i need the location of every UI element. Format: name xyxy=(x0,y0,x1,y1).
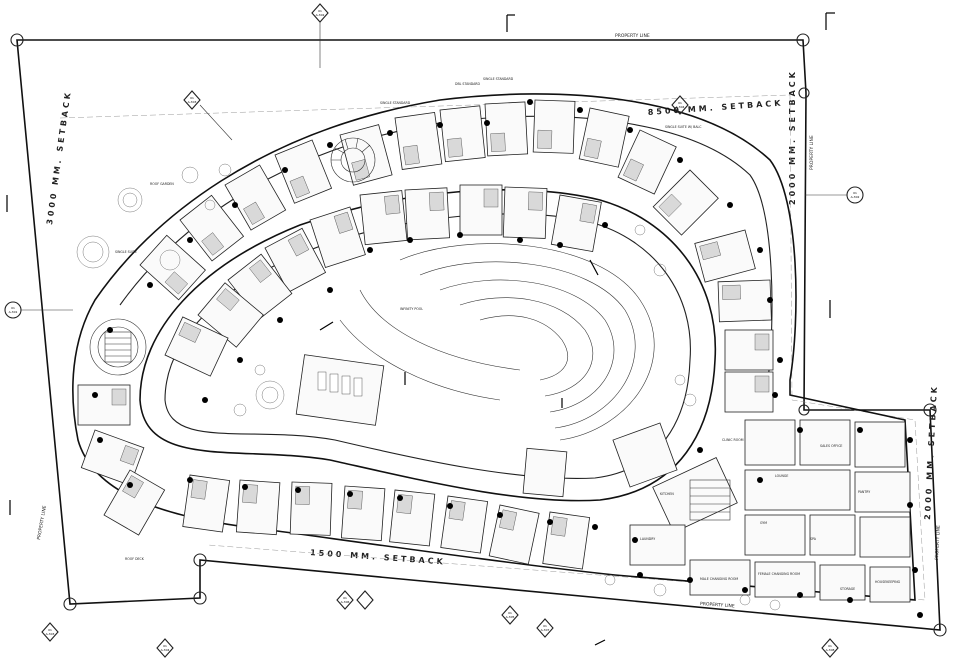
stair-north xyxy=(330,137,376,183)
svg-text:LOUNGE: LOUNGE xyxy=(775,474,788,478)
svg-text:01: 01 xyxy=(11,306,15,310)
pool-deck xyxy=(295,354,385,426)
svg-text:01: 01 xyxy=(190,96,194,100)
svg-text:01: 01 xyxy=(318,9,322,13)
svg-text:FEMALE CHANGING ROOM: FEMALE CHANGING ROOM xyxy=(758,572,800,576)
section-marker-labels: 01A-302 01A-301 01A-302 01A-303 01A-304 … xyxy=(9,9,860,652)
pool-label: INFINITY POOL xyxy=(400,307,423,311)
cabana-2 xyxy=(612,422,678,488)
svg-text:CLINIC ROOM: CLINIC ROOM xyxy=(722,438,744,442)
svg-text:ROOF GARDEN: ROOF GARDEN xyxy=(150,182,174,186)
svg-text:DBL STANDARD: DBL STANDARD xyxy=(455,82,481,86)
svg-text:ROOF DECK: ROOF DECK xyxy=(125,557,145,561)
property-line-label-right: PROPERTY LINE xyxy=(809,135,815,170)
room-labels: ROOF GARDEN ROOF DECK SINGLE SUITE SINGL… xyxy=(115,77,901,591)
setback-right-top-label: 2000 MM. SETBACK xyxy=(788,69,797,205)
structural-columns xyxy=(92,99,923,618)
svg-text:01: 01 xyxy=(508,611,512,615)
section-marker xyxy=(4,3,864,658)
svg-text:A-301: A-301 xyxy=(9,310,18,314)
svg-text:A-306: A-306 xyxy=(341,600,350,604)
property-corners xyxy=(10,33,947,637)
svg-text:PANTRY: PANTRY xyxy=(858,490,870,494)
svg-text:01: 01 xyxy=(543,624,547,628)
infinity-pool xyxy=(339,243,655,441)
svg-text:01: 01 xyxy=(48,628,52,632)
property-line xyxy=(16,39,941,631)
building-outer-wall xyxy=(72,93,916,601)
property-line-label-se: PROPERTY LINE xyxy=(934,525,942,560)
property-line-label-top: PROPERTY LINE xyxy=(615,33,650,39)
cabana-1 xyxy=(522,447,568,498)
svg-text:01: 01 xyxy=(853,191,857,195)
svg-text:SINGLE SUITE W/ BALC: SINGLE SUITE W/ BALC xyxy=(665,125,702,129)
property-line-label-left: PROPERTY LINE xyxy=(36,505,48,540)
svg-text:A-307: A-307 xyxy=(541,628,550,632)
outer-ring-rooms xyxy=(77,99,774,570)
svg-text:A-303: A-303 xyxy=(188,100,197,104)
svg-text:01: 01 xyxy=(163,644,167,648)
stair-east xyxy=(689,479,731,521)
landscape-trees xyxy=(76,163,781,611)
svg-text:01: 01 xyxy=(828,644,832,648)
stair-west xyxy=(89,318,147,376)
setback-top-label: 8500 MM. SETBACK xyxy=(648,99,784,117)
svg-text:LAUNDRY: LAUNDRY xyxy=(640,537,655,541)
svg-text:01: 01 xyxy=(678,101,682,105)
svg-text:SINGLE STANDARD: SINGLE STANDARD xyxy=(380,101,411,105)
svg-text:A-305: A-305 xyxy=(506,615,515,619)
svg-text:A-304: A-304 xyxy=(676,105,685,109)
grid-ticks xyxy=(6,12,835,646)
svg-text:01: 01 xyxy=(343,596,347,600)
svg-text:A-303: A-303 xyxy=(46,632,55,636)
property-line-label-bottom: PROPERTY LINE xyxy=(700,601,735,609)
inner-ring-rooms xyxy=(164,184,602,377)
east-wing xyxy=(629,419,911,603)
svg-text:A-302: A-302 xyxy=(316,13,325,17)
courtyard-edge xyxy=(139,189,717,502)
lounge-chairs xyxy=(317,371,363,397)
svg-text:SALES OFFICE: SALES OFFICE xyxy=(820,444,842,448)
svg-text:GYM: GYM xyxy=(760,521,767,525)
svg-text:KITCHEN: KITCHEN xyxy=(660,492,674,496)
svg-text:SINGLE STANDARD: SINGLE STANDARD xyxy=(483,77,514,81)
svg-text:A-304: A-304 xyxy=(161,648,170,652)
svg-text:SPA: SPA xyxy=(810,537,817,541)
svg-text:A-308: A-308 xyxy=(826,648,835,652)
svg-text:A-302: A-302 xyxy=(851,195,860,199)
svg-text:SINGLE SUITE: SINGLE SUITE xyxy=(115,250,137,254)
svg-text:STORAGE: STORAGE xyxy=(840,587,855,591)
setback-left-label: 3000 MM. SETBACK xyxy=(45,90,73,226)
svg-text:HOUSEKEEPING: HOUSEKEEPING xyxy=(875,580,901,584)
setback-right-bottom-label: 2000 MM. SETBACK xyxy=(923,384,939,520)
svg-text:MALE CHANGING ROOM: MALE CHANGING ROOM xyxy=(700,577,738,581)
